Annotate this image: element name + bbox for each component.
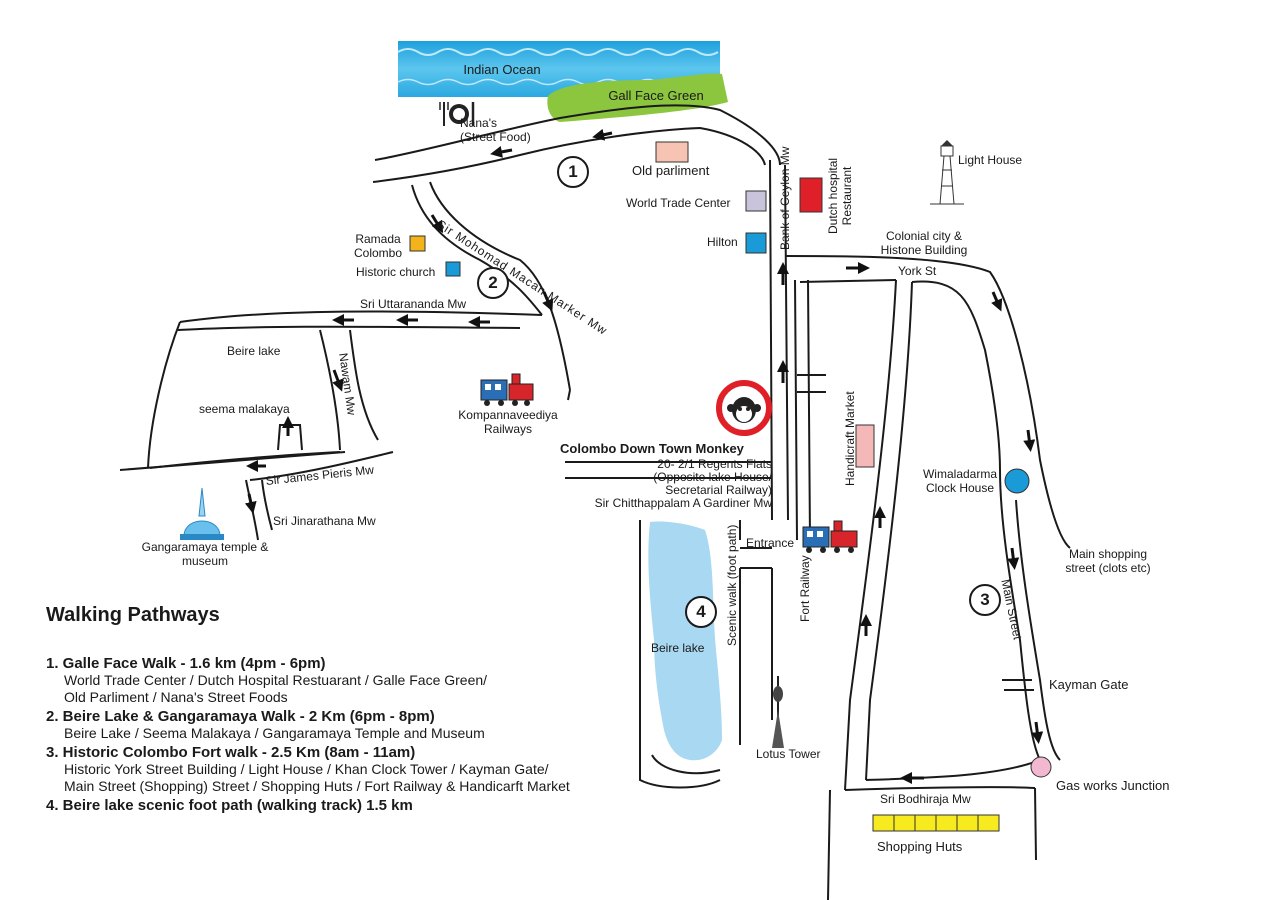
walking-pathways-legend: Walking Pathways 1. Galle Face Walk - 1.…: [46, 604, 686, 814]
beire-lake-main: [648, 521, 722, 761]
uttarananda-road-label: Sri Uttarananda Mw: [360, 297, 467, 311]
historic-church-marker: [445, 261, 461, 277]
seema-malakaya-label: seema malakaya: [199, 402, 290, 416]
gall-face-green-label: Gall Face Green: [608, 88, 704, 103]
handicraft-marker: [855, 424, 875, 468]
wtc-marker: [745, 190, 767, 212]
entrance-label: Entrance: [746, 536, 795, 550]
indian-ocean-label: Indian Ocean: [463, 62, 541, 77]
gas-works-label: Gas works Junction: [1056, 778, 1170, 793]
ramada-label: Ramada Colombo: [354, 232, 403, 260]
indian-ocean: [397, 41, 720, 97]
train-icon: [480, 373, 534, 406]
historic-church-label: Historic church: [356, 265, 436, 279]
legend-walk: 3. Historic Colombo Fort walk - 2.5 Km (…: [46, 744, 686, 795]
clock-house-marker: [1004, 468, 1030, 494]
brand-name: Colombo Down Town Monkey: [560, 441, 744, 456]
bank-of-ceylon-road-label: Bank of Ceylon Mw: [778, 146, 792, 250]
jinarathana-road-label: Sri Jinarathana Mw: [273, 514, 376, 528]
hilton-label: Hilton: [707, 235, 738, 249]
legend-title: Walking Pathways: [46, 604, 220, 626]
colonial-city-label: Colonial city & Histone Building: [880, 229, 968, 257]
main-shopping-label: Main shopping street (clots etc): [1065, 547, 1151, 575]
legend-walk: 1. Galle Face Walk - 1.6 km (4pm - 6pm) …: [46, 655, 686, 706]
nanas-label: Nana's (Street Food): [460, 116, 531, 144]
dutch-hospital-marker: [799, 177, 823, 213]
lotus-tower-icon: [772, 676, 784, 748]
walk-desc: World Trade Center / Dutch Hospital Rest…: [64, 672, 488, 705]
ramada-marker: [409, 235, 426, 252]
legend-walk: 2. Beire Lake & Gangaramaya Walk - 2 Km …: [46, 708, 686, 742]
route-number-2: 2: [477, 267, 509, 299]
route-number-1: 1: [557, 156, 589, 188]
gall-face-green: [547, 73, 728, 122]
walk-desc: Historic York Street Building / Light Ho…: [64, 761, 570, 794]
beire-lake-label: Beire lake: [651, 641, 705, 655]
york-st-label: York St: [898, 264, 937, 278]
kayman-gate-label: Kayman Gate: [1049, 677, 1129, 692]
old-parliament-marker: [655, 141, 689, 163]
light-house-label: Light House: [958, 153, 1023, 167]
kompannaveediya-label: Kompannaveediya Railways: [458, 408, 558, 436]
lighthouse-icon: [930, 140, 964, 205]
shopping-huts-marker: [872, 814, 1000, 832]
walk-title: 1. Galle Face Walk - 1.6 km (4pm - 6pm): [46, 655, 326, 672]
gangaramaya-label: Gangaramaya temple & museum: [141, 540, 269, 568]
walk-title: 3. Historic Colombo Fort walk - 2.5 Km (…: [46, 744, 416, 761]
restaurant-icon: [439, 102, 475, 126]
shopping-huts-label: Shopping Huts: [877, 839, 963, 854]
beire-lake-west-label: Beire lake: [227, 344, 281, 358]
old-parliament-label: Old parliment: [632, 163, 710, 178]
lotus-tower-label: Lotus Tower: [756, 747, 821, 761]
gas-works-marker: [1030, 756, 1052, 778]
train-icon: [802, 520, 858, 553]
bodhiraja-road-label: Sri Bodhiraja Mw: [880, 792, 971, 806]
scenic-walk-label: Scenic walk (foot path): [725, 524, 739, 646]
legend-walk: 4. Beire lake scenic foot path (walking …: [46, 797, 686, 814]
fort-railway-label: Fort Railway: [798, 555, 812, 622]
brand-address: 20- 2/1 Regents Flats (Opposite lake Hou…: [594, 457, 772, 510]
hilton-marker: [745, 232, 767, 254]
direction-arrows: [244, 128, 1044, 784]
walk-title: 4. Beire lake scenic foot path (walking …: [46, 797, 413, 814]
monkey-logo-icon: [716, 380, 772, 436]
walk-desc: Beire Lake / Seema Malakaya / Gangaramay…: [64, 725, 485, 741]
stupa-icon: [180, 487, 224, 540]
handicraft-market-label: Handicraft Market: [843, 391, 857, 486]
route-number-4: 4: [685, 596, 717, 628]
clock-house-label: Wimaladarma Clock House: [922, 467, 997, 495]
dutch-hospital-label: Dutch hospital Restaurant: [826, 157, 854, 234]
walk-title: 2. Beire Lake & Gangaramaya Walk - 2 Km …: [46, 708, 435, 725]
wtc-label: World Trade Center: [626, 196, 731, 210]
route-number-3: 3: [969, 584, 1001, 616]
